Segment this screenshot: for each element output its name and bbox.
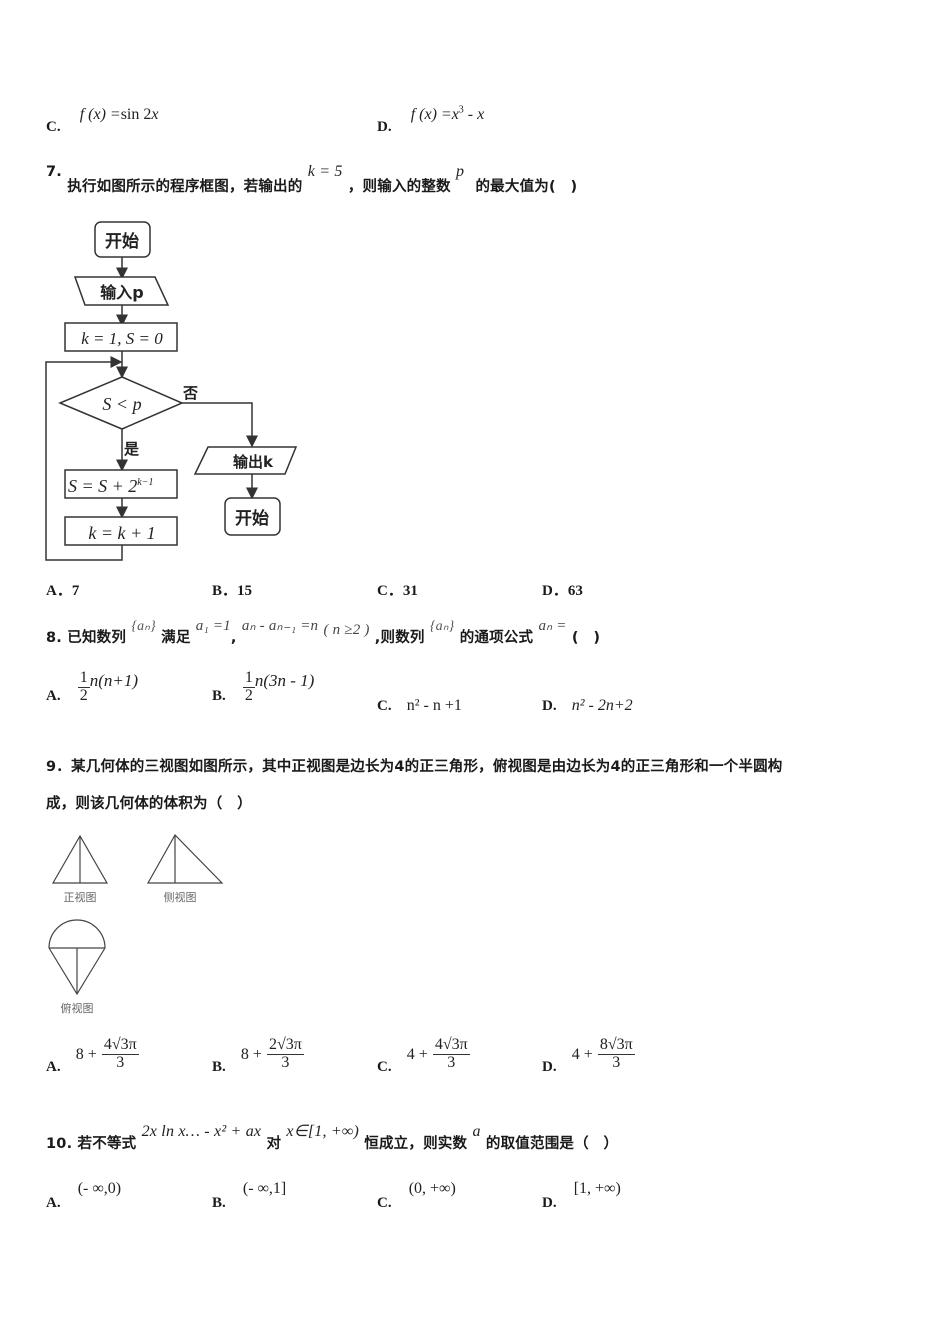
q8-option-c: C. n² - n +1 — [377, 697, 462, 714]
math-a: a — [472, 1123, 481, 1140]
q10-stem: 10. 若不等式 2x ln x… - x² + ax 对 x∈[1, +∞) … — [46, 1123, 619, 1152]
q7-option-a: A．7 — [46, 583, 80, 599]
math-cond1: a₁ =1 — [195, 618, 231, 634]
q7-option-c: C．31 — [377, 583, 418, 599]
top-view-label: 俯视图 — [61, 1001, 94, 1015]
flow-start: 开始 — [105, 231, 139, 252]
math-seq: {aₙ} — [131, 619, 156, 634]
q10-option-a: A. (- ∞,0) — [46, 1180, 122, 1211]
math-cond3: ( n ≥2 ) — [323, 622, 370, 638]
three-view-figure: 正视图 侧视图 俯视图 — [48, 834, 224, 1015]
math-p: p — [456, 163, 465, 180]
math-domain: x∈[1, +∞) — [286, 1123, 360, 1140]
stem-text: 已知数列 — [67, 630, 127, 646]
q7-stem: 7. 执行如图所示的程序框图，若输出的 k = 5 ，则输入的整数 p 的最大值… — [46, 160, 926, 195]
flow-input: 输入p — [100, 283, 143, 302]
front-view-label: 正视图 — [64, 890, 97, 904]
option-expr: f (x) =x3 - x — [410, 104, 485, 123]
stem-text: 执行如图所示的程序框图，若输出的 — [67, 179, 303, 195]
q6-option-d: D. f (x) =x3 - x — [377, 104, 485, 135]
flow-yes-label: 是 — [123, 440, 140, 458]
q8-stem: 8. 已知数列 {aₙ} 满足 a₁ =1, aₙ - aₙ₋₁ =n ( n … — [46, 618, 601, 646]
flow-output: 输出k — [233, 453, 274, 471]
math-seq: {aₙ} — [429, 619, 455, 634]
q9-stem-line2: 成，则该几何体的体积为（ ） — [46, 796, 252, 812]
stem-text: ,则数列 — [374, 630, 425, 646]
q8-option-d: D. n² - 2n+2 — [542, 697, 633, 714]
q10-option-c: C. (0, +∞) — [377, 1180, 456, 1211]
math-k: k = 5 — [307, 163, 343, 180]
flow-init: k = 1, S = 0 — [81, 329, 163, 348]
stem-text: 的通项公式 — [459, 630, 534, 646]
flowchart: 开始 输入p k = 1, S = 0 S < p 否 是 S = S + 2k… — [45, 221, 298, 561]
math-an: aₙ = — [538, 618, 567, 634]
flow-update-s: S = S + 2k−1 — [68, 476, 153, 496]
q9-stem-line1: 9．某几何体的三视图如图所示，其中正视图是边长为4的正三角形，俯视图是由边长为4… — [46, 759, 783, 775]
math-cond2: aₙ - aₙ₋₁ =n — [241, 618, 319, 634]
question-number: 8. — [46, 630, 62, 646]
q7-option-b: B．15 — [212, 583, 253, 599]
option-label: C. — [46, 119, 61, 135]
math-inequality: 2x ln x… - x² + ax — [141, 1123, 262, 1140]
side-view-label: 侧视图 — [164, 890, 197, 904]
stem-text: ，则输入的整数 — [347, 179, 451, 195]
option-label: D. — [377, 119, 392, 135]
q6-option-c: C. f (x) =sin 2x — [46, 104, 159, 135]
flow-end: 开始 — [235, 508, 269, 529]
option-expr: f (x) =sin 2x — [79, 106, 159, 123]
stem-text: 满足 — [161, 630, 191, 646]
flow-update-k: k = k + 1 — [88, 523, 155, 543]
question-number: 7. — [46, 164, 62, 180]
stem-text: 的最大值为( ) — [475, 179, 578, 195]
flow-no-label: 否 — [182, 384, 198, 402]
q7-option-d: D．63 — [542, 583, 583, 599]
q10-option-b: B. (- ∞,1] — [212, 1180, 287, 1211]
answer-paren: ( ) — [571, 630, 601, 646]
flow-condition: S < p — [102, 394, 141, 414]
q10-option-d: D. [1, +∞) — [542, 1180, 621, 1211]
